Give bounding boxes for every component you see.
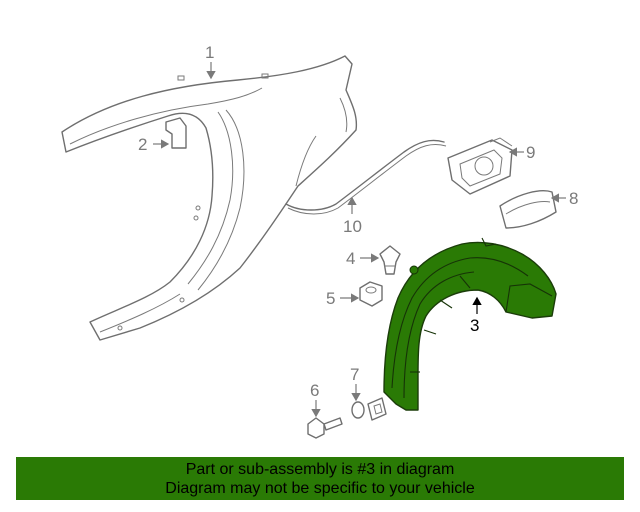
part-3-wheel-liner <box>383 237 557 411</box>
callout-7: 7 <box>350 365 359 384</box>
part-4-push-clip <box>379 245 401 275</box>
callout-5: 5 <box>326 289 335 308</box>
info-banner: Part or sub-assembly is #3 in diagram Di… <box>16 457 624 500</box>
part-5-nut <box>359 281 383 307</box>
callout-9: 9 <box>526 143 535 162</box>
callout-3: 3 <box>470 316 479 335</box>
callout-8: 8 <box>569 189 578 208</box>
part-7-clip <box>351 397 387 421</box>
callout-10: 10 <box>343 217 362 236</box>
callout-4: 4 <box>346 249 355 268</box>
banner-line-1: Part or sub-assembly is #3 in diagram <box>185 461 455 478</box>
part-10-hose <box>285 139 447 215</box>
part-6-bolt <box>307 417 343 439</box>
part-9-filler-housing <box>447 137 513 195</box>
wheel-liner-fill <box>383 241 557 411</box>
parts-diagram: 1 2 3 4 5 6 7 8 9 10 <box>61 43 578 439</box>
callout-1: 1 <box>205 43 214 62</box>
callout-2: 2 <box>138 135 147 154</box>
callout-6: 6 <box>310 381 319 400</box>
part-8-filler-door <box>499 190 557 229</box>
part-2-bracket <box>165 117 187 149</box>
part-1-quarter-panel <box>61 55 358 341</box>
banner-line-2: Diagram may not be specific to your vehi… <box>165 480 475 497</box>
